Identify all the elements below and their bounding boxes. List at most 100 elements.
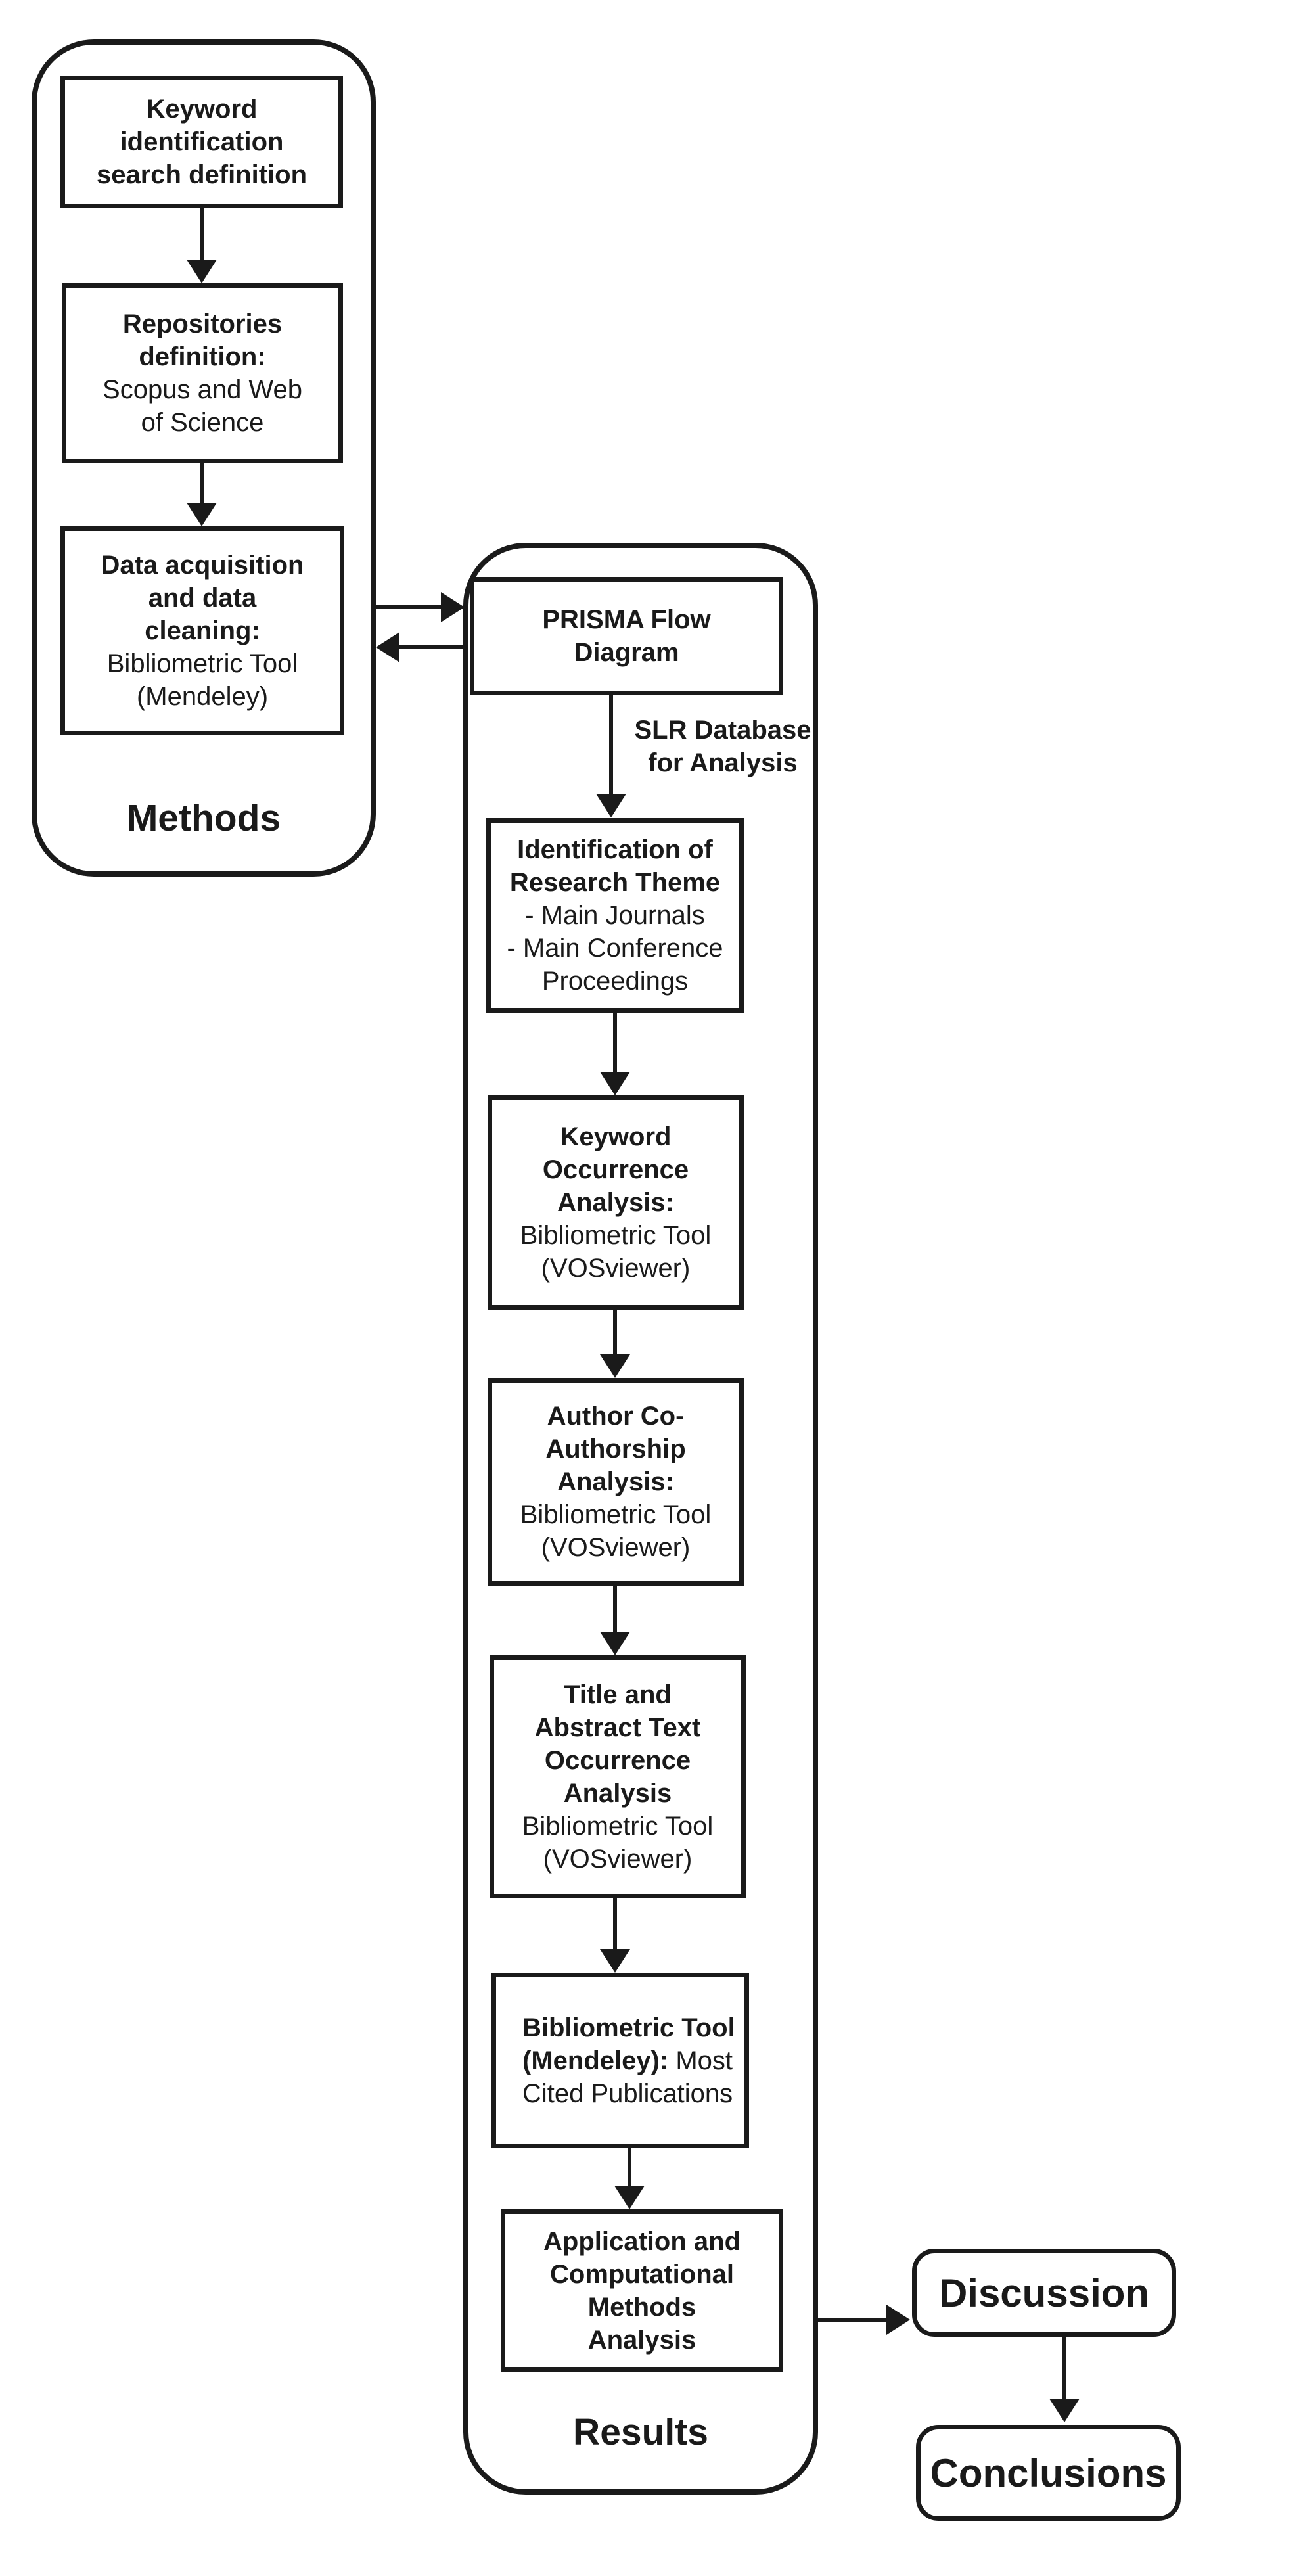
- box-line: Repositories: [122, 310, 283, 338]
- box-line: (VOSviewer): [541, 1533, 691, 1562]
- box-keyword-occurrence-analysis: Keyword Occurrence Analysis: Bibliometri…: [488, 1095, 744, 1310]
- box-application-computational-methods: Application and Computational Methods An…: [501, 2209, 783, 2372]
- box-line: Keyword: [560, 1122, 672, 1151]
- arrow-left-head: [376, 632, 399, 662]
- arrow-down-head: [187, 503, 217, 526]
- arrow-down-head: [596, 794, 626, 817]
- results-group-label: Results: [573, 2411, 708, 2453]
- arrow-shaft: [396, 645, 465, 649]
- conclusions-label: Conclusions: [930, 2450, 1167, 2495]
- arrow-shaft: [628, 2148, 631, 2188]
- arrow-keyword-to-repositories: [185, 208, 218, 283]
- box-line: and data: [148, 584, 257, 612]
- box-line: Analysis:: [557, 1188, 674, 1217]
- box-line: Author Co-: [547, 1402, 685, 1431]
- arrow-down-head: [600, 1949, 630, 1973]
- box-line: Proceedings: [541, 967, 689, 996]
- arrow-shaft: [200, 208, 204, 262]
- box-line: cleaning:: [145, 616, 260, 645]
- box-line: of Science: [141, 408, 264, 437]
- box-line-bold: (Mendeley):: [522, 2046, 669, 2075]
- methods-group-label: Methods: [126, 797, 281, 839]
- box-line: Bibliometric Tool: [106, 649, 298, 678]
- slr-database-arrow-label: SLR Database for Analysis: [629, 714, 816, 779]
- arrow-right-head: [886, 2305, 910, 2335]
- box-title-abstract-occurrence-analysis: Title and Abstract Text Occurrence Analy…: [490, 1655, 746, 1898]
- arrow-down-head: [600, 1354, 630, 1378]
- box-line: Analysis: [587, 2325, 696, 2355]
- box-data-acquisition: Data acquisition and data cleaning: Bibl…: [60, 526, 344, 735]
- box-line: Research Theme: [509, 868, 721, 897]
- box-line-regular: Most: [668, 2046, 733, 2075]
- discussion-box: Discussion: [912, 2249, 1176, 2337]
- arrow-shaft: [1062, 2337, 1066, 2401]
- arrow-methods-to-results: [376, 590, 465, 624]
- box-line: Title and: [564, 1680, 672, 1709]
- arrow-title-abstract-to-mendeley: [599, 1898, 631, 1973]
- box-line: - Main Journals: [525, 901, 705, 930]
- arrow-author-to-title-abstract: [599, 1586, 631, 1655]
- box-line: Authorship: [545, 1435, 686, 1463]
- box-line: definition:: [139, 342, 266, 371]
- arrow-shaft: [200, 463, 204, 505]
- arrow-down-head: [600, 1072, 630, 1095]
- box-line: Occurrence: [542, 1155, 689, 1184]
- box-line: Data acquisition: [101, 551, 304, 580]
- arrow-down-head: [1049, 2399, 1080, 2422]
- box-mendeley-most-cited: Bibliometric Tool (Mendeley): Most Cited…: [491, 1973, 749, 2148]
- box-line: Analysis: [563, 1779, 672, 1808]
- arrow-shaft: [818, 2318, 890, 2322]
- box-line: PRISMA Flow: [542, 605, 711, 634]
- arrow-repositories-to-data-acquisition: [185, 463, 218, 526]
- box-line: (VOSviewer): [543, 1845, 693, 1874]
- box-line: - Main Conference: [507, 934, 723, 963]
- arrow-shaft: [613, 1586, 617, 1634]
- box-line: Cited Publications: [522, 2079, 733, 2108]
- box-line: Occurrence: [544, 1746, 691, 1775]
- arrow-right-head: [441, 592, 465, 622]
- arrow-down-head: [187, 260, 217, 283]
- box-line: (Mendeley): Most: [522, 2044, 733, 2077]
- arrow-results-to-methods: [376, 630, 465, 664]
- arrow-keyword-occurrence-to-author: [599, 1310, 631, 1378]
- box-line: (Mendeley): [136, 682, 269, 711]
- arrow-shaft: [613, 1013, 617, 1074]
- box-line: Bibliometric Tool: [522, 2012, 735, 2044]
- arrow-shaft: [376, 605, 445, 609]
- arrow-discussion-to-conclusions: [1048, 2337, 1081, 2422]
- arrow-down-head: [614, 2186, 645, 2209]
- box-line: identification: [120, 127, 284, 156]
- arrow-shaft: [613, 1310, 617, 1357]
- box-line-bold: Bibliometric Tool: [522, 2013, 735, 2042]
- box-repositories-definition: Repositories definition: Scopus and Web …: [62, 283, 343, 463]
- box-author-coauthorship-analysis: Author Co- Authorship Analysis: Bibliome…: [488, 1378, 744, 1586]
- box-line: Diagram: [574, 638, 679, 667]
- box-line: Identification of: [517, 835, 713, 864]
- box-line: (VOSviewer): [541, 1254, 691, 1283]
- box-line: Analysis:: [557, 1467, 674, 1496]
- arrow-mendeley-to-application: [613, 2148, 646, 2209]
- arrow-identification-to-keyword-occurrence: [599, 1013, 631, 1095]
- box-line: Bibliometric Tool: [520, 1221, 712, 1250]
- box-line: search definition: [96, 160, 308, 189]
- box-prisma-flow-diagram: PRISMA Flow Diagram: [470, 577, 783, 695]
- box-keyword-identification: Keyword identification search definition: [60, 76, 343, 208]
- box-line: Bibliometric Tool: [522, 1812, 714, 1841]
- box-line: Keyword: [146, 95, 258, 124]
- arrow-label-line: SLR Database: [634, 716, 811, 745]
- box-line: Methods: [587, 2292, 696, 2322]
- box-identification-research-theme: Identification of Research Theme - Main …: [486, 818, 744, 1013]
- box-line: Bibliometric Tool: [520, 1500, 712, 1529]
- arrow-results-to-discussion: [818, 2303, 910, 2337]
- box-line: Abstract Text: [534, 1713, 701, 1742]
- discussion-label: Discussion: [938, 2270, 1150, 2315]
- arrow-shaft: [609, 695, 613, 796]
- box-line: Application and: [543, 2226, 741, 2256]
- box-line: Computational: [550, 2259, 734, 2289]
- box-line: Scopus and Web: [103, 375, 302, 404]
- arrow-label-line: for Analysis: [648, 748, 798, 777]
- arrow-down-head: [600, 1632, 630, 1655]
- conclusions-box: Conclusions: [916, 2425, 1181, 2521]
- arrow-prisma-to-identification: [595, 695, 628, 817]
